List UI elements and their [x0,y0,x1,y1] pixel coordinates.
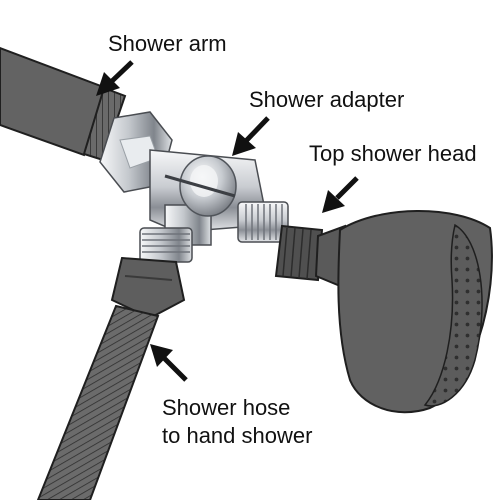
adapter-bottom-outlet [139,227,193,263]
label-top-shower-head: Top shower head [309,141,477,166]
arrow-top-shower-head [322,176,359,213]
adapter-right-outlet [237,201,289,243]
arrow-shower-arm [96,60,134,96]
label-shower-adapter: Shower adapter [249,87,405,112]
shower-arm-pipe [0,46,127,162]
top-shower-head [274,210,493,414]
label-shower-hose-line1: Shower hose [162,395,291,420]
arrow-shower-adapter [232,116,270,156]
label-shower-arm: Shower arm [108,31,227,56]
label-shower-hose-line2: to hand shower [162,423,313,448]
arrow-shower-hose [150,344,188,382]
shower-hose [36,256,186,500]
